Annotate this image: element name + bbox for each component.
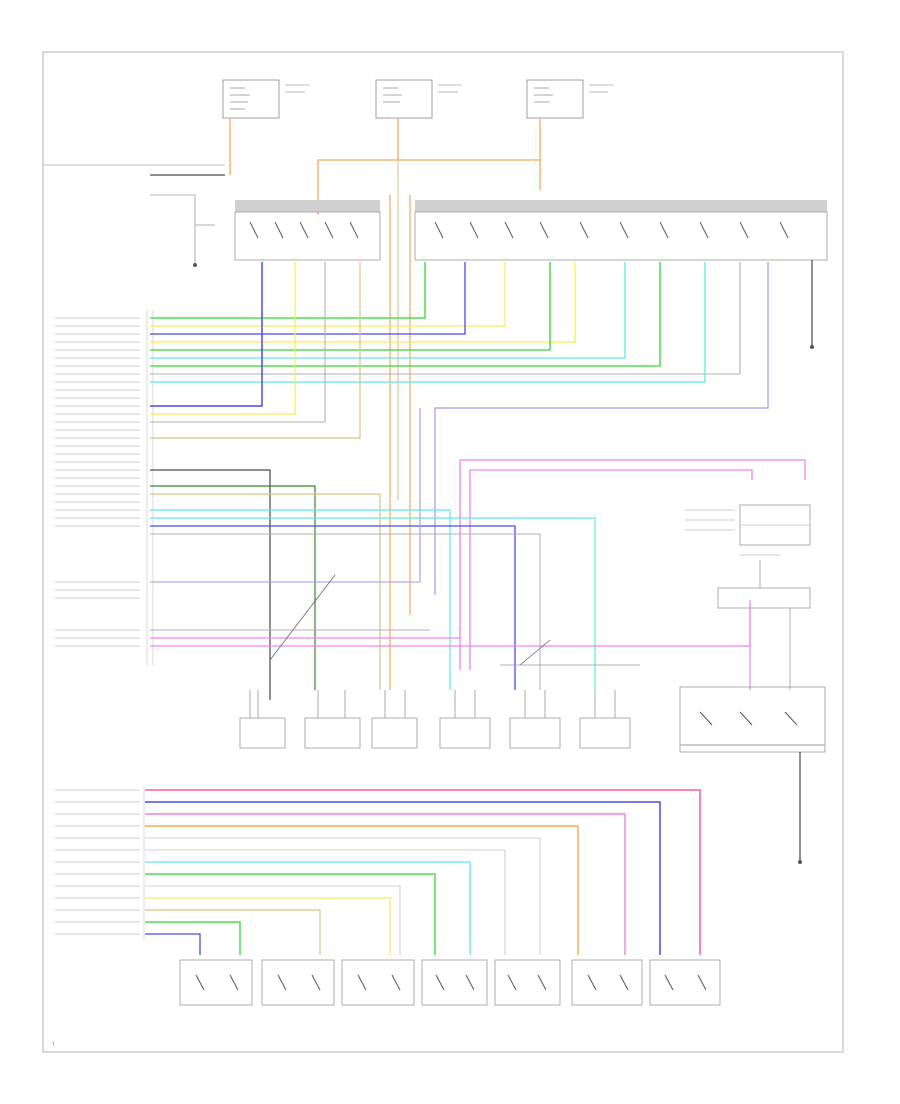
wire-black-1	[150, 469, 271, 700]
page-number: 1	[52, 1041, 55, 1047]
wire-green-lower-2	[145, 921, 241, 955]
wire-magenta-2	[469, 469, 753, 670]
left-relay-module	[234, 200, 381, 261]
wire-magenta-lower	[145, 813, 626, 955]
wire-green-2	[150, 262, 551, 351]
wire-magenta-1	[459, 459, 806, 670]
annotation-leader-2	[519, 639, 551, 666]
fuse-block-right	[526, 79, 614, 119]
fuse-block-left	[222, 79, 310, 119]
wire-green-lower-1	[145, 873, 436, 955]
wire-cyan-4	[150, 517, 596, 690]
wire-green-1	[150, 262, 426, 319]
wire-tan-1	[150, 262, 361, 439]
memory-switch-connector	[717, 554, 811, 690]
wire-cyan-2	[150, 262, 706, 383]
wire-yellow-2	[150, 262, 576, 343]
wire-blue-3	[434, 262, 769, 595]
wire-green-4	[150, 485, 316, 690]
wire-gray-lower-3	[145, 885, 401, 955]
wire-blue-5	[150, 408, 421, 583]
module-connector-labels	[55, 317, 140, 647]
motor-row-bottom	[179, 959, 721, 1006]
wire-gray-lower-1	[145, 837, 541, 955]
module-pin-column	[146, 310, 154, 665]
wire-green-3	[150, 262, 661, 367]
wire-blue-2	[150, 262, 263, 407]
wire-pink-lower	[145, 789, 701, 955]
wire-blue-lower	[145, 801, 661, 955]
wire-gray-2	[150, 262, 326, 423]
wire-cyan-3	[150, 509, 451, 690]
motor-row-middle	[239, 664, 640, 749]
memory-seat-module	[685, 504, 811, 546]
wire-gray-1	[150, 262, 741, 375]
memory-switch-assembly	[679, 686, 826, 864]
left-switch-ground	[150, 174, 225, 267]
wire-gray-3	[150, 533, 541, 690]
diagram-frame	[42, 51, 844, 1053]
wire-blue-lower-2	[145, 933, 201, 955]
wire-tan-2	[150, 493, 381, 690]
annotation-leader-1	[269, 574, 336, 661]
wire-cyan-lower	[145, 861, 471, 955]
wire-magenta-5	[470, 600, 751, 647]
wire-yellow-lower	[145, 897, 391, 955]
wire-cyan-1	[150, 262, 626, 359]
wire-blue-1	[150, 262, 466, 335]
lower-pin-column	[55, 785, 145, 940]
right-relay-module	[414, 200, 828, 261]
wire-yellow-3	[150, 262, 296, 415]
fuse-block-center	[375, 79, 462, 119]
feed-orange-bus	[317, 159, 540, 215]
wire-orange-lower	[145, 825, 579, 955]
right-ground	[810, 260, 814, 349]
wire-blue-4	[150, 525, 516, 690]
wire-gray-lower-2	[145, 849, 506, 955]
wire-tan-lower	[145, 909, 321, 955]
wire-yellow-1	[150, 262, 506, 327]
